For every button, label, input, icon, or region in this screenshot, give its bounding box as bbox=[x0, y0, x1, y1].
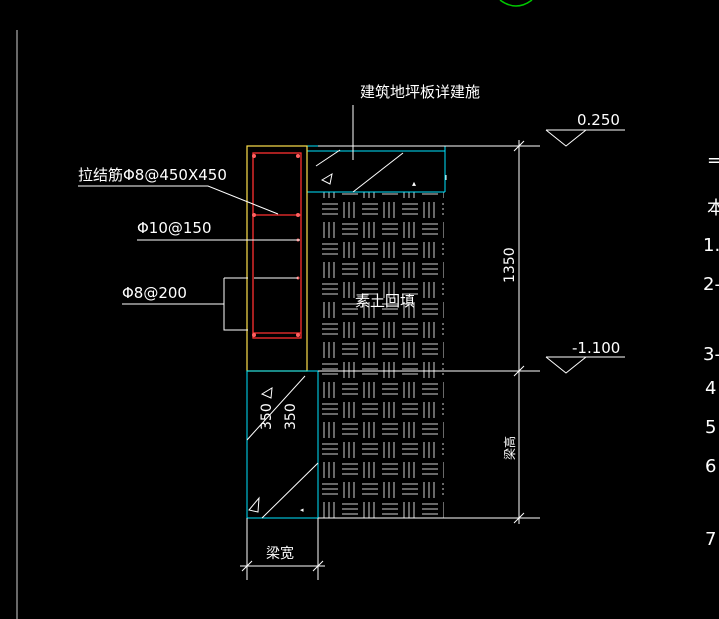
elevation-marker-mid bbox=[545, 356, 625, 374]
backfill-hatch bbox=[318, 192, 444, 518]
svg-text:▴: ▴ bbox=[412, 179, 416, 188]
dimension-1350: 1350 bbox=[502, 247, 518, 283]
right-glyph-0: = bbox=[707, 150, 719, 171]
right-glyph-7: 6 bbox=[705, 456, 716, 477]
right-glyph-2: 1. bbox=[703, 235, 719, 256]
tie-bar-leader bbox=[78, 185, 279, 215]
rebar-8-label: Φ8@200 bbox=[122, 284, 187, 302]
rebar-10-label: Φ10@150 bbox=[137, 219, 212, 237]
right-glyph-1: 本 bbox=[707, 198, 719, 219]
rebar-cage bbox=[252, 152, 302, 339]
elevation-marker-top bbox=[545, 129, 625, 147]
ground-beam: ◂ bbox=[246, 370, 319, 519]
right-glyph-6: 5 bbox=[705, 417, 716, 438]
right-glyph-8: 7 bbox=[705, 529, 716, 550]
right-glyph-5: 4 bbox=[705, 378, 716, 399]
elevation-mid-label: -1.100 bbox=[572, 339, 620, 357]
green-arc bbox=[499, 0, 533, 7]
floor-slab-note: 建筑地坪板详建施 bbox=[360, 83, 480, 101]
beam-width-dimension bbox=[240, 518, 325, 580]
tie-bar-label: 拉结筋Φ8@450X450 bbox=[78, 166, 227, 184]
cut-label-2: 350 bbox=[283, 403, 299, 430]
beam-height-label: 梁高 bbox=[502, 436, 517, 460]
svg-text:◂: ◂ bbox=[300, 506, 304, 514]
dimension-line-vertical bbox=[513, 140, 525, 524]
backfill-label: 素土回填 bbox=[355, 292, 415, 310]
beam-width-label: 梁宽 bbox=[266, 545, 294, 562]
right-edge-notes: = 本 1. 2- 3- 4 5 6 7 bbox=[703, 150, 719, 550]
right-glyph-4: 3- bbox=[703, 344, 719, 365]
cut-label-1: 350 bbox=[259, 403, 275, 430]
right-glyph-3: 2- bbox=[703, 274, 719, 295]
elevation-top-label: 0.250 bbox=[577, 111, 620, 129]
